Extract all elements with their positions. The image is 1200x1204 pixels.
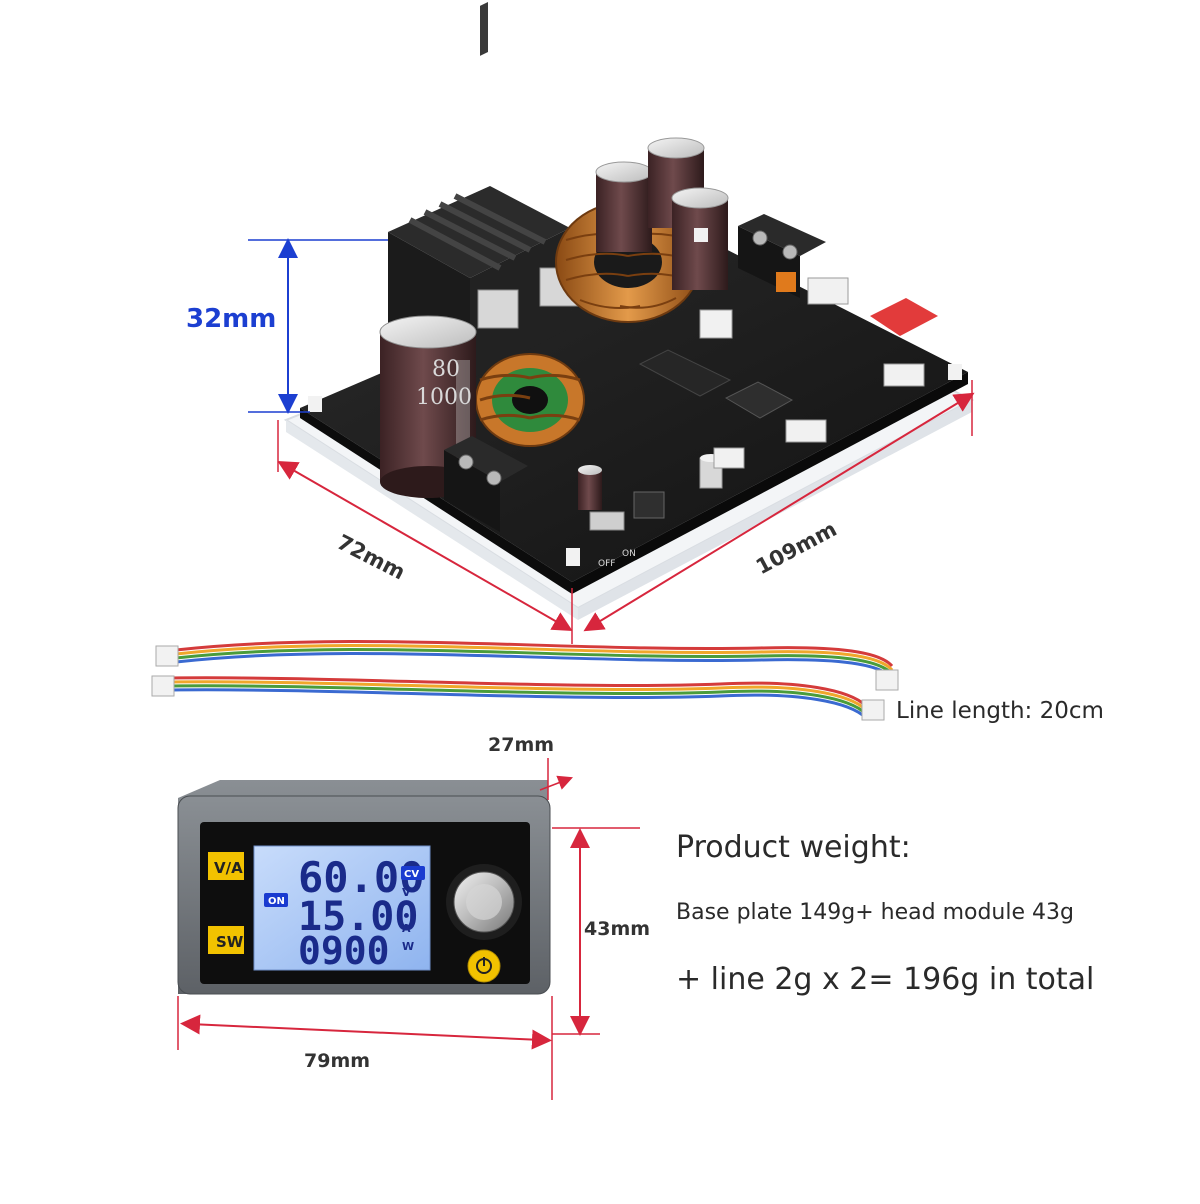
red-dip-switch — [870, 298, 938, 336]
converter-board: 80 1000 — [283, 1, 975, 620]
module-height-dimension — [552, 827, 640, 1036]
weight-line-1: Base plate 149g+ head module 43g — [676, 900, 1074, 925]
module-depth-dimension — [539, 758, 574, 800]
smd-inductor — [633, 491, 665, 519]
orange-component — [776, 272, 796, 292]
module-height-label: 43mm — [584, 918, 651, 940]
on-badge: ON — [268, 896, 285, 907]
module-width-label: 79mm — [304, 1050, 371, 1072]
length-dimension — [583, 380, 975, 632]
va-button-label[interactable]: V/A — [214, 859, 243, 877]
white-connector-1 — [699, 309, 733, 339]
va-button-bg — [208, 852, 244, 880]
ribbon-cable-top — [155, 639, 899, 691]
on-badge-bg — [264, 893, 288, 907]
unit-v: V — [402, 886, 411, 899]
standoff-1 — [308, 396, 322, 412]
white-connector-4 — [785, 419, 827, 443]
standoff-4 — [694, 228, 708, 242]
standoff-3 — [948, 364, 962, 380]
module-width-dimension — [177, 996, 553, 1100]
ic-chip-large — [638, 349, 732, 397]
white-connector-2 — [807, 277, 849, 305]
readout-current: 15.00 — [298, 894, 418, 940]
height-dimension-label: 32mm — [186, 304, 277, 334]
green-toroid-inductor — [475, 353, 585, 447]
switch-label-off: OFF — [598, 559, 615, 569]
cable-length-label: Line length: 20cm — [896, 698, 1104, 724]
cv-badge-bg — [401, 866, 425, 880]
height-dimension — [248, 238, 388, 414]
power-slide-switch — [589, 511, 625, 531]
head-module: V/A SW 60.00 15.00 0900 ON CV V A W — [177, 780, 551, 995]
sw-button-bg — [208, 926, 244, 954]
white-connector-5 — [713, 447, 745, 469]
width-dimension — [277, 420, 573, 644]
capacitor-label-1: 80 — [432, 357, 460, 382]
cv-badge: CV — [404, 869, 419, 880]
capacitor-label-2: 1000 — [416, 385, 472, 410]
weight-title: Product weight: — [676, 830, 911, 865]
readout-power: 0900 — [298, 929, 390, 973]
unit-w: W — [402, 940, 414, 953]
sw-button-label[interactable]: SW — [216, 933, 244, 951]
white-connector-3 — [883, 363, 925, 387]
switch-label-on: ON — [622, 549, 636, 559]
module-depth-label: 27mm — [488, 734, 555, 756]
ribbon-cable-bottom — [151, 675, 885, 721]
heatsink — [388, 1, 570, 380]
mosfet-left — [477, 289, 519, 329]
unit-a: A — [402, 922, 411, 935]
standoff-2 — [566, 548, 580, 566]
weight-line-2: + line 2g x 2= 196g in total — [676, 962, 1095, 997]
knob-cap — [466, 884, 502, 920]
lcd-screen — [253, 845, 431, 971]
